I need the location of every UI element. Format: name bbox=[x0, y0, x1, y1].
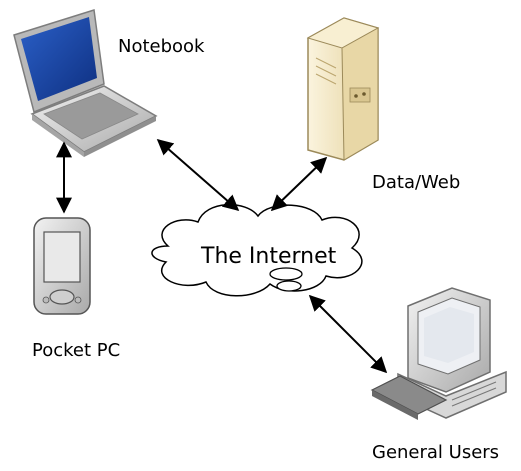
edge-notebook-internet bbox=[156, 138, 240, 212]
cloud-icon bbox=[151, 204, 363, 297]
edge-users-internet bbox=[308, 294, 388, 374]
desktop-computer-icon bbox=[370, 287, 507, 420]
data-web-label: Data/Web bbox=[372, 172, 461, 193]
notebook-label: Notebook bbox=[118, 36, 205, 57]
internet-label: The Internet bbox=[201, 244, 337, 269]
pda-icon bbox=[33, 217, 91, 315]
pocket-pc-label: Pocket PC bbox=[32, 340, 121, 361]
edge-dataweb-internet bbox=[270, 156, 328, 212]
general-users-label: General Users bbox=[372, 442, 500, 463]
laptop-icon bbox=[13, 9, 158, 157]
server-icon bbox=[306, 17, 380, 161]
